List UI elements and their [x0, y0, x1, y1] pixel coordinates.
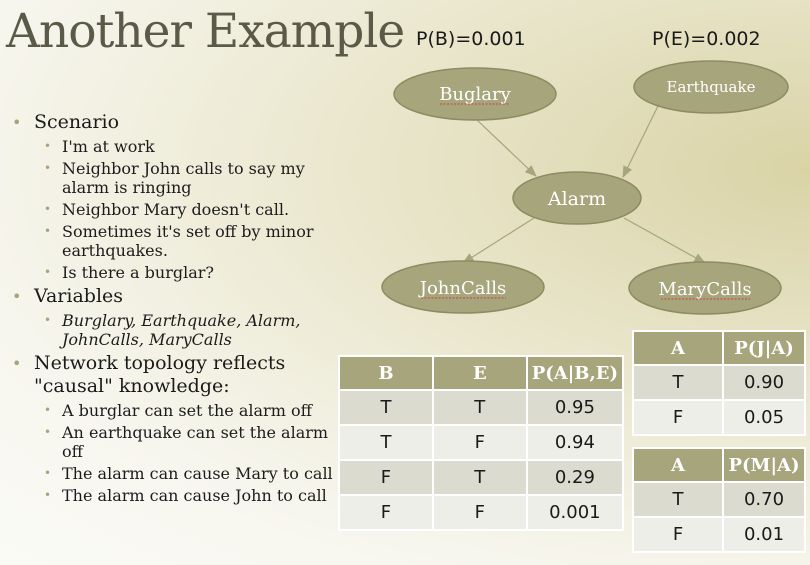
bullet-variables: Variables — [12, 285, 337, 308]
table-cell: F — [431, 424, 528, 461]
prior-earthquake: P(E)=0.002 — [652, 28, 761, 50]
table-cell: 0.70 — [722, 481, 806, 518]
cpt-john-header-a: A — [632, 330, 724, 366]
edge-earthquake-alarm — [622, 105, 659, 179]
node-johncalls — [381, 260, 545, 314]
edge-alarm-marycalls — [623, 217, 707, 264]
table-row: T 0.70 — [632, 481, 806, 518]
table-cell: F — [632, 516, 724, 553]
table-cell: 0.94 — [525, 424, 625, 461]
edge-burglary-alarm — [476, 119, 537, 177]
table-cell: T — [431, 459, 528, 496]
prior-burglary: P(B)=0.001 — [416, 28, 526, 50]
table-row: F 0.05 — [632, 399, 806, 436]
table-cell: 0.001 — [525, 494, 625, 531]
table-cell: T — [338, 424, 434, 461]
cpt-john-table: A P(J|A) T 0.90 F 0.05 — [632, 330, 806, 436]
table-row: F F 0.001 — [338, 494, 625, 531]
table-cell: 0.01 — [722, 516, 806, 553]
bullet-topology-item: A burglar can set the alarm off — [42, 401, 337, 420]
table-cell: T — [632, 481, 724, 518]
table-row: F 0.01 — [632, 516, 806, 553]
bullet-scenario-item: Neighbor Mary doesn't call. — [42, 200, 337, 219]
cpt-mary-header-a: A — [632, 447, 724, 483]
table-cell: 0.05 — [722, 399, 806, 436]
bullet-list: Scenario I'm at work Neighbor John calls… — [12, 108, 337, 508]
table-cell: F — [338, 494, 434, 531]
cpt-alarm-header-e: E — [431, 355, 528, 391]
table-cell: F — [338, 459, 434, 496]
node-earthquake — [633, 60, 789, 114]
bullet-scenario-item: I'm at work — [42, 137, 337, 156]
cpt-mary-header-p: P(M|A) — [722, 447, 806, 483]
cpt-john-header-p: P(J|A) — [722, 330, 806, 366]
bullet-scenario-item: Neighbor John calls to say my alarm is r… — [42, 159, 337, 197]
table-cell: T — [338, 389, 434, 426]
bullet-topology-item: The alarm can cause Mary to call — [42, 464, 337, 483]
bullet-topology-item: An earthquake can set the alarm off — [42, 423, 337, 461]
table-cell: T — [431, 389, 528, 426]
table-cell: F — [431, 494, 528, 531]
table-cell: T — [632, 364, 724, 401]
slide-title: Another Example — [6, 4, 405, 59]
node-marycalls-label: MaryCalls — [658, 279, 751, 300]
node-marycalls — [628, 261, 782, 315]
table-cell: 0.29 — [525, 459, 625, 496]
node-alarm — [512, 171, 642, 225]
cpt-mary-table: A P(M|A) T 0.70 F 0.01 — [632, 447, 806, 553]
bullet-topology-item: The alarm can cause John to call — [42, 486, 337, 505]
bullet-scenario-item: Is there a burglar? — [42, 263, 337, 282]
node-burglary-label: Buglary — [439, 84, 511, 105]
table-row: T F 0.94 — [338, 424, 625, 461]
table-row: T T 0.95 — [338, 389, 625, 426]
node-burglary — [393, 67, 557, 121]
bullet-scenario: Scenario — [12, 111, 337, 134]
bullet-topology: Network topology reflects "causal" knowl… — [12, 352, 337, 398]
edge-alarm-johncalls — [461, 217, 535, 264]
bullet-scenario-item: Sometimes it's set off by minor earthqua… — [42, 222, 337, 260]
cpt-alarm-header-b: B — [338, 355, 434, 391]
table-row: T 0.90 — [632, 364, 806, 401]
cpt-alarm-header-p: P(A|B,E) — [525, 355, 625, 391]
table-cell: F — [632, 399, 724, 436]
cpt-alarm-table: B E P(A|B,E) T T 0.95 T F 0.94 F T 0.29 … — [338, 355, 625, 531]
node-johncalls-label: JohnCalls — [418, 278, 507, 299]
bullet-variables-item: Burglary, Earthquake, Alarm, JohnCalls, … — [42, 311, 337, 349]
table-cell: 0.95 — [525, 389, 625, 426]
table-cell: 0.90 — [722, 364, 806, 401]
table-row: F T 0.29 — [338, 459, 625, 496]
node-earthquake-label: Earthquake — [667, 78, 756, 96]
node-alarm-label: Alarm — [547, 188, 606, 210]
